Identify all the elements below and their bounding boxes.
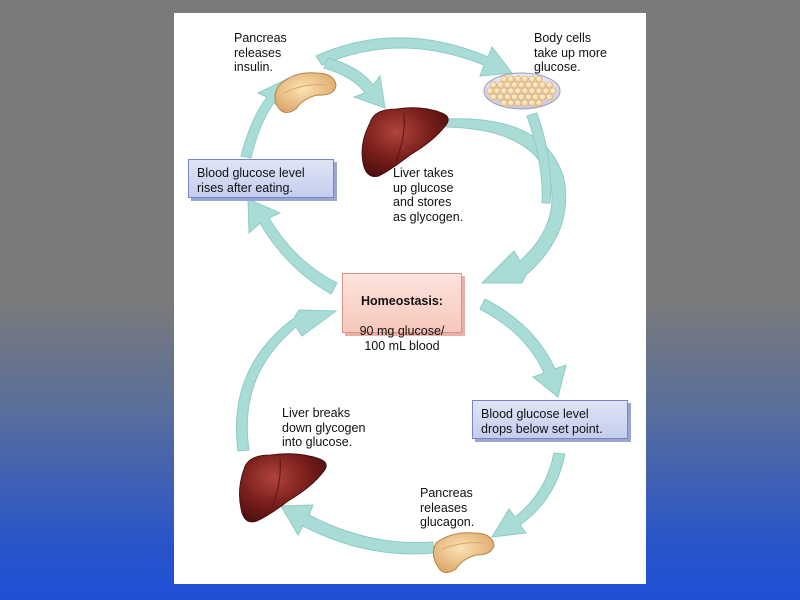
body-cell <box>528 75 536 83</box>
body-cell <box>514 99 522 107</box>
body-cell <box>514 75 522 83</box>
body-cell <box>531 93 539 101</box>
body-cell <box>507 75 515 83</box>
diagram-panel: Pancreas releases insulin. Body cells ta… <box>174 13 646 584</box>
label-pancreas-insulin: Pancreas releases insulin. <box>234 31 287 74</box>
label-pancreas-glucagon: Pancreas releases glucagon. <box>420 486 475 529</box>
liver-icon <box>239 453 327 523</box>
body-cell <box>524 93 532 101</box>
body-cell <box>493 87 501 95</box>
body-cell <box>524 81 532 89</box>
body-cell <box>517 81 525 89</box>
body-cell <box>538 81 546 89</box>
label-body-cells: Body cells take up more glucose. <box>534 31 607 74</box>
body-cell <box>528 99 536 107</box>
arrow-cells-to-homeostasis <box>526 112 552 204</box>
body-cell <box>507 99 515 107</box>
body-cell <box>521 75 529 83</box>
body-cell <box>500 87 508 95</box>
body-cell <box>514 87 522 95</box>
arrow-to-liver-bottom <box>280 504 435 555</box>
rises-box: Blood glucose level rises after eating. <box>188 159 334 198</box>
body-cell <box>521 99 529 107</box>
body-cell <box>517 93 525 101</box>
body-cell <box>510 93 518 101</box>
body-cell <box>510 81 518 89</box>
body-cell <box>496 81 504 89</box>
body-cell <box>528 87 536 95</box>
arrow-to-drops <box>479 298 567 398</box>
body-cell <box>500 99 508 107</box>
body-cell <box>545 81 553 89</box>
arrow-to-rises <box>247 198 338 295</box>
body-cell <box>503 93 511 101</box>
arrow-to-pancreas-glucagon <box>491 452 566 538</box>
pancreas-icon <box>432 532 495 573</box>
body-cell <box>500 75 508 83</box>
body-cells-icon <box>483 72 561 110</box>
body-cell <box>503 81 511 89</box>
label-liver-breaks: Liver breaks down glycogen into glucose. <box>282 406 366 449</box>
body-cell <box>535 87 543 95</box>
body-cell <box>486 87 494 95</box>
body-cell <box>535 99 543 107</box>
body-cell <box>521 87 529 95</box>
pancreas-icon <box>274 72 337 113</box>
body-cell <box>489 81 497 89</box>
body-cell <box>535 75 543 83</box>
arrow-to-liver-top <box>323 57 386 109</box>
body-cell <box>542 87 550 95</box>
cycle-arrows <box>235 37 567 573</box>
body-cell <box>538 93 546 101</box>
body-cell <box>549 87 557 95</box>
body-cell <box>496 93 504 101</box>
body-cell <box>531 81 539 89</box>
body-cell <box>489 93 497 101</box>
drops-box: Blood glucose level drops below set poin… <box>472 400 628 439</box>
homeostasis-title: Homeostasis: <box>361 294 443 308</box>
body-cell <box>507 87 515 95</box>
body-cell <box>545 93 553 101</box>
liver-icon <box>361 107 449 177</box>
label-liver-stores: Liver takes up glucose and stores as gly… <box>393 166 464 224</box>
homeostasis-box: Homeostasis: 90 mg glucose/ 100 mL blood <box>342 273 462 353</box>
arrow-to-body-cells <box>315 37 513 77</box>
arrow-to-homeostasis-left <box>235 309 338 452</box>
homeostasis-body: 90 mg glucose/ 100 mL blood <box>359 324 445 353</box>
